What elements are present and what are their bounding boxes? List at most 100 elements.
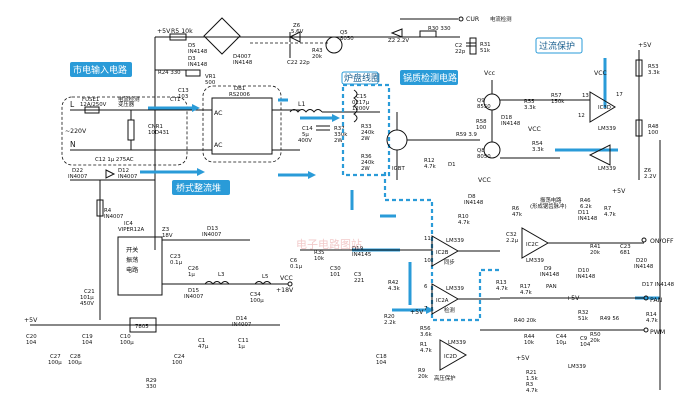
pot-detect-text: 锅质检测电路 [403, 72, 457, 84]
pin7: 7 [424, 306, 427, 312]
r3-value: 4.7k [526, 388, 539, 394]
r41-value: 20k [590, 250, 601, 256]
c21-voltage: 450V [80, 301, 94, 307]
watermark: 电子电路图站 [296, 237, 362, 251]
r9-value: 20k [418, 374, 429, 380]
r29-label: R29 [146, 378, 157, 384]
c10-label: C10 [120, 334, 131, 340]
q5-transistor [325, 36, 343, 54]
r5-label: R5 10k [171, 28, 193, 35]
c27-label: C27 [50, 354, 61, 360]
r57-label: R57 [551, 93, 562, 99]
r33-value: 240k [361, 130, 375, 136]
z6b-value: 2.2V [644, 174, 657, 180]
lm339-c: LM339 [446, 238, 465, 244]
d18-value: IN4148 [501, 121, 521, 127]
c28-label: C28 [70, 354, 81, 360]
d5-value: IN4148 [188, 49, 208, 55]
osc-circuit-text: 振荡电路 [540, 196, 562, 204]
signal-bridge-diode [203, 17, 241, 55]
c18-label: C18 [376, 354, 387, 360]
osc-text-2: 振荡 [126, 256, 138, 264]
bridge-rectifier-section: DB1 RS2006 AC AC 桥式整流堆 [140, 85, 316, 195]
r37-value: 330k [334, 132, 348, 138]
plus5v-left: +5V [24, 317, 38, 324]
ct-text: 电流检测 [118, 95, 140, 103]
r56-label: R56 [420, 326, 431, 332]
vr1-label: VR1 [205, 74, 216, 80]
c9-value: 104 [580, 342, 591, 348]
r50-label: R50 [590, 332, 601, 338]
plus5v-osc: +5V [612, 188, 626, 195]
bridge-rectifier-text: 桥式整流堆 [176, 182, 221, 194]
plus5v-top: +5V [157, 28, 171, 35]
c13-value: 103 [178, 94, 188, 100]
c24-label: C24 [174, 354, 185, 360]
c10-value: 100μ [120, 340, 134, 346]
r36-power: 2W [361, 166, 370, 172]
r58-label: R58 [476, 119, 487, 125]
c19-value: 104 [82, 340, 93, 346]
c13-label: C13 [178, 88, 189, 94]
l3-label: L3 [218, 272, 224, 278]
db1-value: RS2006 [229, 92, 250, 98]
c21-label: C21 [84, 289, 95, 295]
r49-label: R49 56 [600, 316, 620, 322]
r1-value: 4.7k [420, 348, 433, 354]
c24-value: 100 [172, 360, 183, 366]
c23b-label: C23 [620, 244, 631, 250]
r6-label: R6 [512, 206, 520, 212]
cnr1-label: CNR1 [148, 124, 163, 130]
ic3d-comparator: VCC IC3D LM339 13 12 17 +5V R53 3.3k R48… [578, 42, 661, 180]
d14-label: D14 [236, 316, 248, 322]
r56-value: 3.6k [420, 332, 433, 338]
r33-label: R33 [361, 124, 372, 130]
c2-value: 22p [455, 49, 466, 55]
d10-value: IN4148 [576, 274, 596, 280]
q8-value: 8050 [477, 154, 491, 160]
r37-label: R37 [334, 126, 345, 132]
d5-label: D5 [188, 43, 196, 49]
d3-value: IN4148 [188, 62, 208, 68]
ac220-label: ~220V [65, 128, 87, 135]
r4-label: R4 [104, 208, 112, 214]
d13-value: IN4007 [202, 232, 221, 238]
r24-label: R24 330 [158, 70, 181, 76]
r58-value: 100 [476, 125, 487, 131]
r13-label: R13 [496, 280, 507, 286]
ct1-label: CT1 [170, 97, 181, 103]
q9-value: 8550 [477, 104, 491, 110]
lm339-d: LM339 [446, 286, 465, 292]
c9-label: C9 [580, 336, 588, 342]
detect-text: 检测 [444, 306, 455, 314]
ic2b-label: IC2B [436, 250, 449, 256]
vcc-label-1: Vcc [484, 70, 496, 77]
db1-box [211, 97, 273, 155]
c30-value: 101 [330, 272, 340, 278]
pan-label: PAN [650, 297, 663, 304]
c6-label: C6 [290, 258, 298, 264]
c23b-value: 681 [620, 250, 630, 256]
pwm-label: PWM [650, 329, 665, 336]
ic2d-label: IC2D [444, 354, 457, 360]
c32-label: C32 [506, 232, 517, 238]
r35-value: 10k [314, 256, 325, 262]
c30-label: C30 [330, 266, 341, 272]
d9-label: D9 [544, 266, 552, 272]
r30-label: R30 330 [428, 26, 451, 32]
c22-label: C22 22p [287, 60, 310, 66]
r29-value: 330 [146, 384, 157, 390]
lm339-b: LM339 [598, 166, 617, 172]
r55-label: R55 [524, 99, 535, 105]
q9-label: Q9 [477, 98, 485, 104]
d17-label: D17 IN4148 [642, 282, 675, 288]
ac1-label: AC [214, 110, 222, 117]
c12-label: C12 1μ 275AC [95, 157, 134, 163]
d8-label: D8 [468, 194, 476, 200]
z6-label: Z6 [293, 23, 301, 29]
l5-label: L5 [262, 274, 268, 280]
r46-value: 6.2k [580, 204, 593, 210]
plus5v-mid: +5V [410, 309, 424, 316]
r10-label: R10 [458, 214, 469, 220]
d20-value: IN4148 [634, 264, 654, 270]
